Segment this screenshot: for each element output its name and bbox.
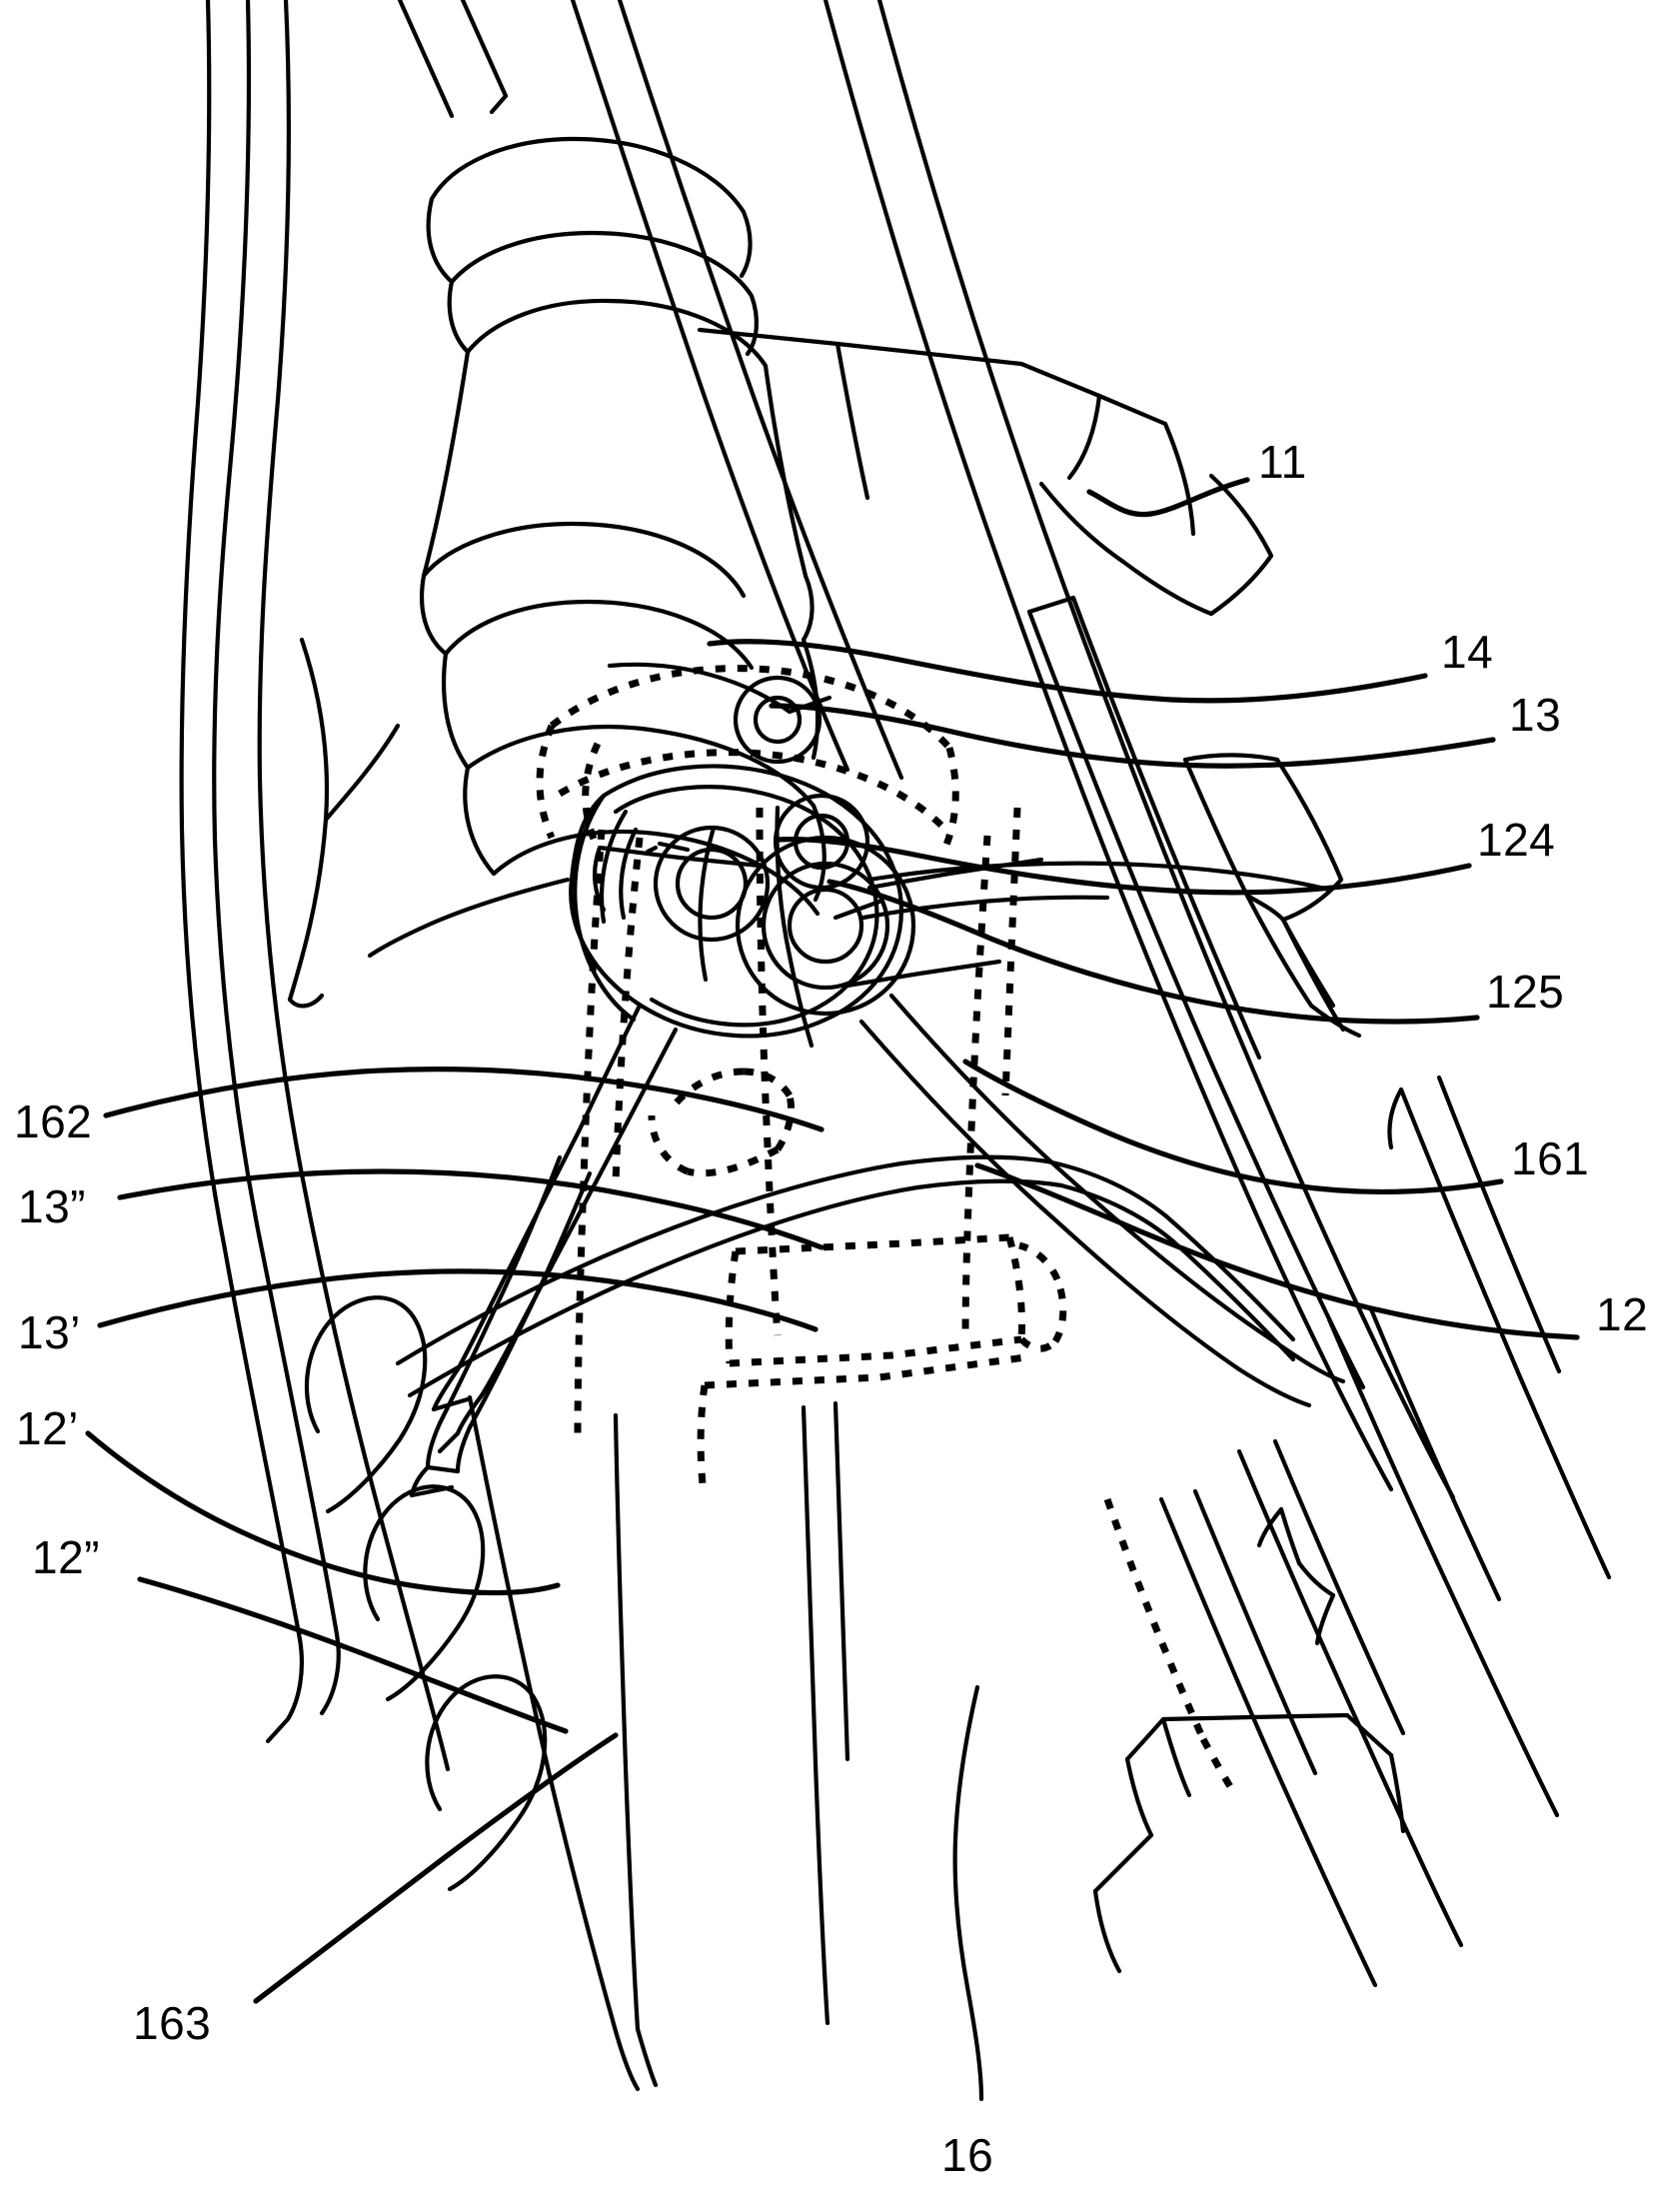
floor-panel (467, 1394, 1406, 2102)
reference-numeral-13-double-prime: 13” (18, 1180, 86, 1232)
leader-13sq (97, 1268, 819, 1332)
leader-13dq (117, 1168, 825, 1250)
leader-12dq (137, 1576, 569, 1734)
reference-numeral-162: 162 (14, 1096, 93, 1147)
leader-161 (962, 1059, 1504, 1194)
leader-13 (769, 703, 1496, 769)
leader-12sq (85, 1430, 561, 1596)
reference-numeral-11: 11 (1258, 436, 1307, 488)
reference-numeral-16: 16 (941, 2129, 994, 2181)
reference-numeral-124: 124 (1477, 814, 1556, 866)
center-hub-fasteners (569, 764, 1044, 1049)
leader-11 (1086, 477, 1250, 518)
lower-crossmember (395, 1154, 1296, 1398)
left-body-outline (179, 0, 341, 1744)
leader-14 (707, 639, 1428, 704)
leader-125 (827, 879, 1480, 1025)
reference-numeral-163: 163 (133, 1997, 212, 2049)
reference-numeral-14: 14 (1441, 626, 1494, 678)
reference-numeral-13: 13 (1509, 689, 1562, 741)
leader-lines (85, 477, 1580, 2004)
damper-cylinder (419, 136, 815, 671)
reference-numeral-125: 125 (1486, 966, 1565, 1018)
leader-124 (775, 837, 1472, 896)
reference-numeral-12-double-prime: 12” (32, 1531, 100, 1583)
right-body-panels (823, 0, 1612, 1988)
mount-head-block (441, 637, 832, 917)
reference-numeral-13-prime: 13’ (18, 1306, 81, 1358)
leader-163 (253, 1732, 619, 2004)
upper-rails (397, 0, 1024, 781)
leader-12 (974, 1162, 1580, 1340)
reference-numeral-12-prime: 12’ (16, 1402, 79, 1454)
reference-numeral-161: 161 (1511, 1132, 1590, 1184)
drawing-linework (85, 0, 1612, 2102)
leader-162 (103, 1067, 825, 1132)
left-fender-contour (257, 0, 451, 1772)
hidden-outlines (536, 665, 1236, 1793)
reference-numeral-12: 12 (1596, 1288, 1649, 1340)
